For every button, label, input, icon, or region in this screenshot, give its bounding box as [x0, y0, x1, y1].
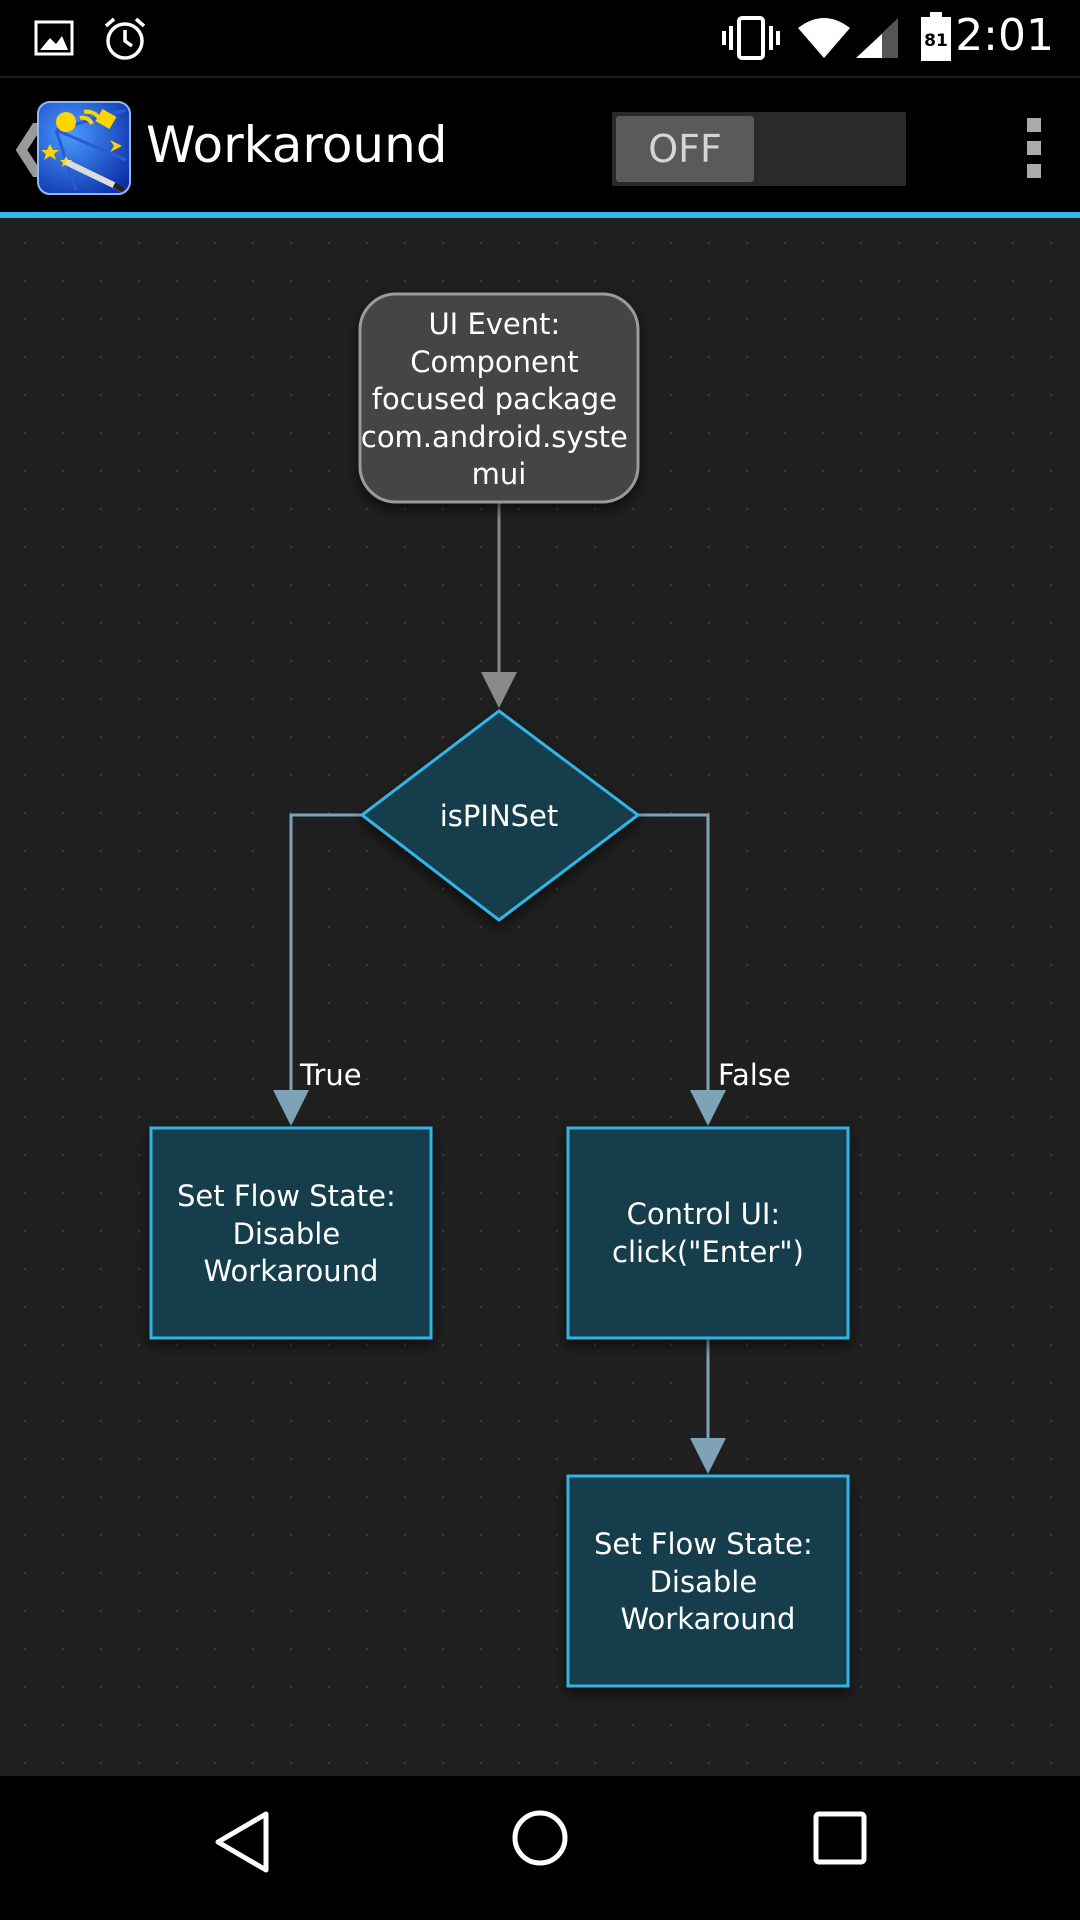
clock-time: 2:01 — [955, 10, 1054, 61]
page-title: Workaround — [146, 116, 448, 174]
alarm-icon — [104, 17, 146, 60]
connector-trigger-decision — [481, 502, 517, 708]
action-bar-accent-line — [0, 212, 1080, 218]
vibrate-icon — [722, 16, 780, 60]
svg-text:Control UI: click("E: Control UI: click("Enter") — [612, 1197, 804, 1269]
battery-level: 81 — [924, 31, 948, 51]
final-action-line: Disable — [650, 1565, 758, 1599]
connector-true — [273, 813, 362, 1126]
trigger-line: UI Event: — [428, 307, 560, 341]
trigger-line: com.android.syste — [361, 420, 628, 454]
svg-text:Set Flow State: Disa: Set Flow State: Disable Workaround — [594, 1527, 822, 1636]
status-bar: 81 2:01 — [0, 0, 1080, 76]
false-action-node[interactable]: Control UI: click("Enter") — [566, 1126, 850, 1340]
trigger-line: mui — [472, 457, 527, 491]
decision-label: isPINSet — [440, 799, 559, 833]
trigger-line: Component — [410, 345, 578, 379]
navigation-bar — [0, 1776, 1080, 1920]
flow-diagram: UI Event: Component focused package com.… — [149, 292, 850, 1688]
true-action-line: Disable — [233, 1217, 341, 1251]
image-icon — [34, 20, 74, 56]
trigger-line: focused package — [372, 382, 617, 416]
final-action-line: Workaround — [621, 1602, 796, 1636]
app-logo-icon[interactable] — [36, 100, 132, 196]
trigger-node[interactable]: UI Event: Component focused package com.… — [358, 292, 640, 504]
toggle-thumb: OFF — [616, 116, 754, 182]
true-action-node[interactable]: Set Flow State: Disable Workaround — [149, 1126, 433, 1340]
connector-false — [638, 813, 726, 1126]
false-branch-label: False — [718, 1058, 791, 1092]
recents-icon[interactable] — [812, 1810, 868, 1866]
final-action-line: Set Flow State: — [594, 1527, 813, 1561]
flow-canvas[interactable]: UI Event: Component focused package com.… — [0, 218, 1080, 1776]
back-icon[interactable] — [212, 1810, 272, 1874]
decision-node[interactable]: isPINSet — [359, 709, 641, 922]
action-bar: ❮ Workaround — [0, 76, 1080, 216]
signal-icon — [856, 18, 898, 58]
svg-text:Set Flow State: Disa: Set Flow State: Disable Workaround — [177, 1179, 405, 1288]
battery-icon: 81 — [921, 12, 951, 61]
home-icon[interactable] — [510, 1808, 570, 1868]
true-branch-label: True — [299, 1058, 362, 1092]
connector-false-final — [690, 1338, 726, 1474]
overflow-menu-icon[interactable] — [1024, 118, 1044, 178]
false-action-line: click("Enter") — [612, 1235, 804, 1269]
flow-enable-toggle[interactable]: OFF — [612, 112, 906, 186]
wifi-icon — [798, 18, 850, 58]
svg-text:UI Event: Component: UI Event: Component focused package com.… — [361, 307, 637, 491]
true-action-line: Set Flow State: — [177, 1179, 396, 1213]
true-action-line: Workaround — [204, 1254, 379, 1288]
final-action-node[interactable]: Set Flow State: Disable Workaround — [566, 1474, 850, 1688]
false-action-line: Control UI: — [627, 1197, 781, 1231]
